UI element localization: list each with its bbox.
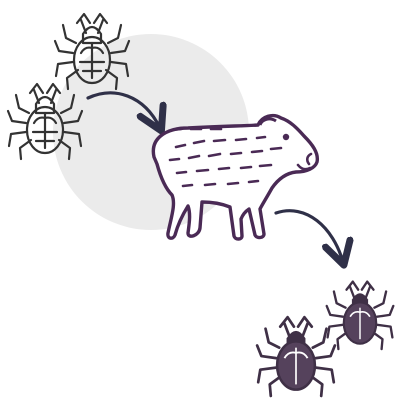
- capybara-icon: [153, 116, 317, 239]
- tick-filled-icon: [327, 282, 394, 350]
- tick-filled-icon: [257, 317, 335, 396]
- tick-outline-icon: [55, 14, 129, 89]
- curved-arrow-icon: [276, 211, 343, 262]
